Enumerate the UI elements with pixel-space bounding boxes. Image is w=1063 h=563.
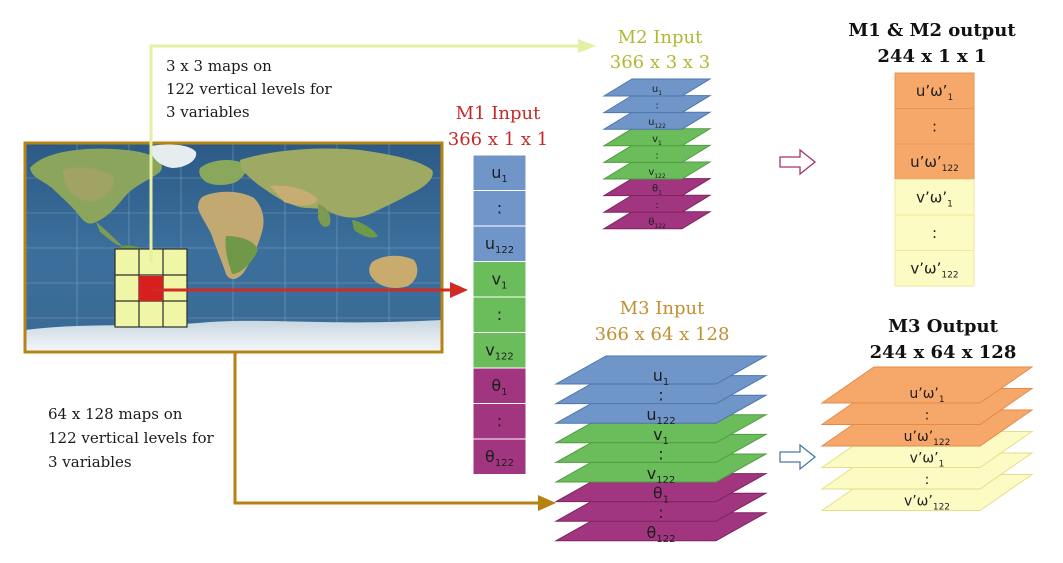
m2-title: M2 Input <box>618 27 703 48</box>
m1-cell <box>472 296 527 333</box>
m1-title: M1 Input <box>456 103 541 124</box>
m1-cell-label: v1 <box>492 269 508 291</box>
arrow-map-to-m1 <box>151 282 468 298</box>
m1-cell-label: u122 <box>485 234 514 256</box>
m3out-layer-label: : <box>925 472 930 488</box>
m1-cell <box>472 225 527 262</box>
m1-input-column: u1: u122 v1: v122 θ1: θ122 <box>472 154 527 475</box>
m3-layer-label: : <box>658 444 663 463</box>
m2-layer-label: : <box>655 150 658 161</box>
m2-layer <box>602 95 712 114</box>
m3-layer-label: v1 <box>653 425 669 447</box>
m3out-layer-label: v’ω’122 <box>904 494 950 513</box>
m1-cell-label: θ122 <box>485 447 514 469</box>
world-map <box>23 141 444 354</box>
m2-dims: 366 x 3 x 3 <box>610 52 710 73</box>
m12-output-column: u’ω’1: u’ω’122 v’ω’1: v’ω’122 <box>894 72 975 287</box>
m3-output-title: M3 Output <box>888 316 998 337</box>
m3-layer-label: u1 <box>653 366 670 388</box>
m2-input-stack: u1: u122 v1: v122 θ1: θ122 <box>602 78 712 230</box>
m3out-layer-label: : <box>925 408 930 424</box>
m12-cell-label: : <box>932 117 937 135</box>
m3out-layer <box>820 366 1034 404</box>
m12-cell <box>894 72 975 109</box>
m2-layer-label: : <box>655 101 658 112</box>
m12-cell <box>894 108 975 145</box>
m1-cell <box>472 438 527 475</box>
m12-cell-label: u’ω’122 <box>910 153 959 174</box>
m1-cell-label: v122 <box>485 340 514 362</box>
m3-output-dims: 244 x 64 x 128 <box>870 342 1017 363</box>
m3-layer-label: θ122 <box>647 523 676 545</box>
m2-layer <box>602 111 712 130</box>
m2-layer-label: v122 <box>648 167 666 180</box>
map-label-top: 3 x 3 maps on 122 vertical levels for 3 … <box>166 57 336 121</box>
m12-cell-label: : <box>932 224 937 242</box>
m3out-layer-label: u’ω’122 <box>904 429 951 448</box>
m2-layer-label: v1 <box>652 134 662 147</box>
m2-layer <box>602 178 712 197</box>
m12-cell-label: v’ω’1 <box>916 188 953 209</box>
m12-output-title: M1 & M2 output <box>848 20 1016 41</box>
m12-cell <box>894 143 975 180</box>
arrow-m2-to-output <box>779 148 817 176</box>
m3-layer-label: : <box>658 386 663 405</box>
m2-layer-label: : <box>655 200 658 211</box>
m1-cell-label: : <box>497 305 502 324</box>
m12-cell-label: u’ω’1 <box>916 82 953 103</box>
m3-dims: 366 x 64 x 128 <box>595 324 730 345</box>
m3out-layer-label: u’ω’1 <box>909 386 944 405</box>
m2-layer-label: θ122 <box>648 217 666 230</box>
m12-cell <box>894 250 975 287</box>
m2-layer-label: u1 <box>652 84 662 97</box>
m3-layer-label: : <box>658 503 663 522</box>
m2-layer <box>602 194 712 213</box>
m1-cell <box>472 332 527 369</box>
m3-output-stack: u’ω’1: u’ω’122 v’ω’1: v’ω’122 <box>820 366 1034 513</box>
m12-cell <box>894 179 975 216</box>
m3out-layer-label: v’ω’1 <box>910 451 945 470</box>
m3-layer <box>554 355 768 385</box>
m12-output-dims: 244 x 1 x 1 <box>877 46 986 67</box>
m1-cell-label: : <box>497 198 502 217</box>
arrow-map-to-m3 <box>233 352 556 511</box>
m1-cell-label: θ1 <box>491 376 507 398</box>
m3-layer-label: v122 <box>647 464 676 486</box>
m1-cell <box>472 261 527 298</box>
m1-cell <box>472 403 527 440</box>
m1-cell-label: : <box>497 411 502 430</box>
m1-cell <box>472 190 527 227</box>
m2-layer <box>602 211 712 230</box>
m2-layer <box>602 78 712 97</box>
m3-title: M3 Input <box>620 298 705 319</box>
m1-cell <box>472 367 527 404</box>
m3-layer-label: u122 <box>646 405 675 427</box>
m12-cell <box>894 214 975 251</box>
m3-layer-label: θ1 <box>653 484 669 506</box>
map-label-bottom: 64 x 128 maps on 122 vertical levels for… <box>48 405 218 471</box>
m2-layer-label: θ1 <box>652 184 662 197</box>
m12-cell-label: v’ω’122 <box>910 259 958 280</box>
m2-layer-label: u122 <box>648 117 666 130</box>
m1-dims: 366 x 1 x 1 <box>448 129 548 150</box>
m2-layer <box>602 128 712 147</box>
arrow-m3-to-output <box>779 443 817 471</box>
m2-layer <box>602 161 712 180</box>
m1-cell-label: u1 <box>491 163 508 185</box>
arrow-map-to-m2 <box>149 39 596 262</box>
m2-layer <box>602 144 712 163</box>
